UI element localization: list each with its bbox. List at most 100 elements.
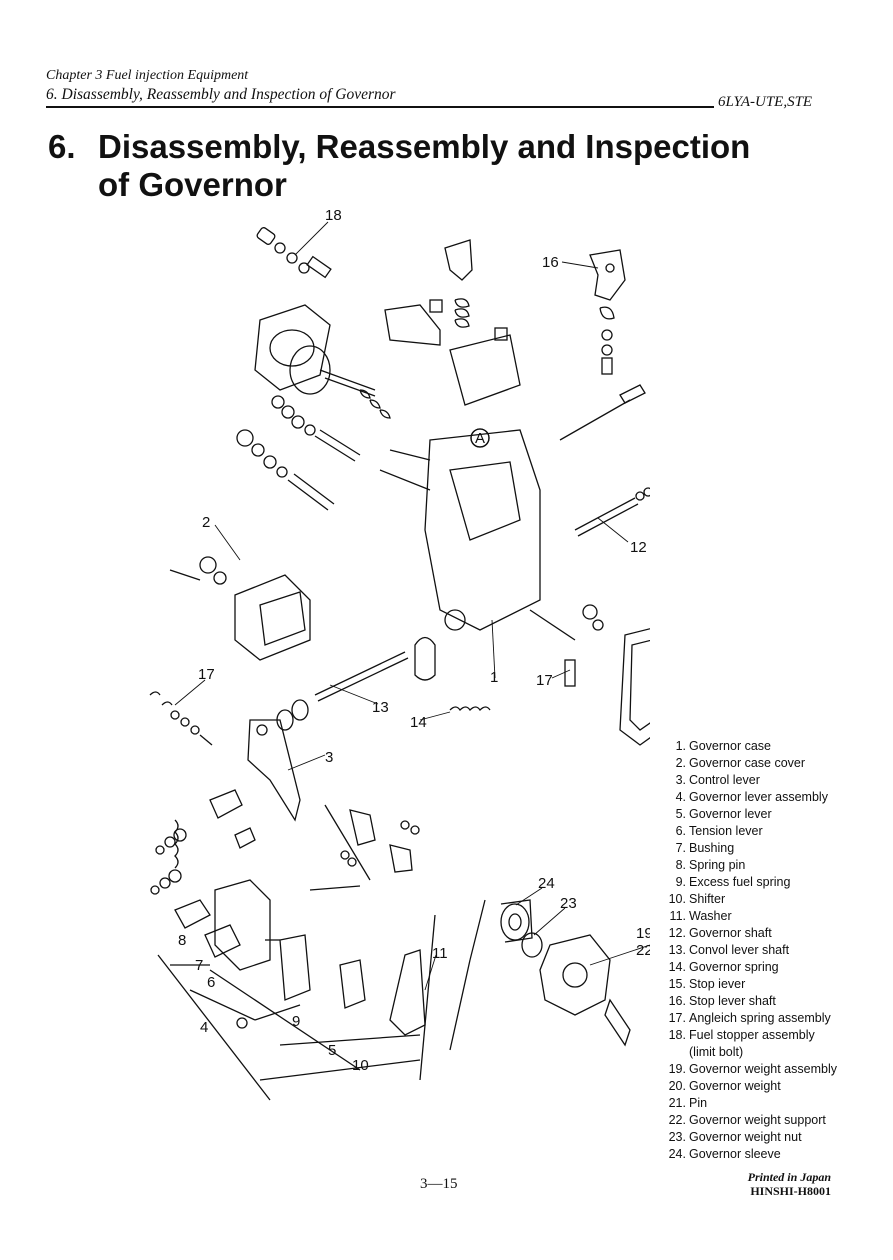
part-number: 5. (675, 807, 686, 821)
callout-22: 22 (636, 942, 650, 959)
callout-23: 23 (560, 895, 577, 912)
left-lower-parts (150, 789, 256, 895)
fuel-stopper-part (256, 227, 332, 279)
part-name: Governor case cover (689, 756, 806, 770)
parts-list-item: 24.Governor sleeve (664, 1146, 837, 1163)
part-name: Angleich spring assembly (689, 1011, 831, 1025)
part-number: 9. (675, 875, 686, 889)
part-number: 8. (675, 858, 686, 872)
governor-exploded-diagram: A 18 16 12 2 1 17 13 14 17 3 24 23 19 22… (149, 207, 650, 1101)
parts-list-item: 6.Tension lever (664, 823, 837, 840)
part-number: 23. (668, 1130, 686, 1144)
part-number: 19. (668, 1062, 686, 1076)
header-rule (46, 106, 714, 108)
parts-list-item: 21.Pin (664, 1095, 837, 1112)
title-line2: of Governor (98, 166, 287, 203)
part-name: Spring pin (689, 858, 746, 872)
callout-24: 24 (538, 875, 555, 892)
callout-19: 19 (636, 925, 650, 942)
part-name: Excess fuel spring (689, 875, 791, 889)
gasket-part (619, 628, 650, 746)
left-spring-stack-part (236, 389, 391, 511)
parts-list-item: 20.Governor weight (664, 1078, 837, 1095)
part-name-continuation: (limit bolt) (689, 1045, 744, 1059)
part-number: 15. (668, 977, 686, 991)
part-name: Governor case (689, 739, 771, 753)
parts-list-item: 22.Governor weight support (664, 1112, 837, 1129)
part-number: 14. (668, 960, 686, 974)
callout-6: 6 (207, 974, 215, 991)
parts-list-item: 18.Fuel stopper assembly (664, 1027, 837, 1044)
part-name: Bushing (689, 841, 735, 855)
part-number: 2. (675, 756, 686, 770)
callout-18: 18 (325, 207, 342, 224)
control-lever-shaft-part (276, 636, 436, 731)
part-number: 21. (668, 1096, 686, 1110)
governor-shaft-part (559, 384, 650, 537)
part-number: 12. (668, 926, 686, 940)
callout-5: 5 (328, 1042, 336, 1059)
model-code: 6LYA-UTE,STE (718, 94, 813, 110)
part-number: 4. (675, 790, 686, 804)
parts-list-item: 16.Stop lever shaft (664, 993, 837, 1010)
callout-2: 2 (202, 514, 210, 531)
callout-4: 4 (200, 1019, 208, 1036)
part-name: Convol lever shaft (689, 943, 790, 957)
callout-7: 7 (195, 957, 203, 974)
upper-lever-part (384, 239, 521, 406)
callout-15: 16 (542, 254, 559, 271)
part-name: Governor weight (689, 1079, 781, 1093)
parts-list-item: 11.Washer (664, 908, 837, 925)
parts-list-item: 12.Governor shaft (664, 925, 837, 942)
part-name: Governor spring (689, 960, 779, 974)
part-number: 18. (668, 1028, 686, 1042)
part-number: 7. (675, 841, 686, 855)
part-number: 13. (668, 943, 686, 957)
part-name: Governor weight nut (689, 1130, 802, 1144)
parts-list-item: 1.Governor case (664, 738, 837, 755)
stop-lever-part (589, 249, 626, 375)
parts-list-item: 17.Angleich spring assembly (664, 1010, 837, 1027)
section-heading: 6. Disassembly, Reassembly and Inspectio… (46, 86, 396, 103)
callout-11: 11 (432, 945, 448, 962)
title-number: 6. (48, 128, 76, 165)
parts-list-item: 8.Spring pin (664, 857, 837, 874)
callout-16: 17 (536, 672, 553, 689)
circle-a-mark (470, 428, 490, 448)
stop-lever-shaft-part (529, 604, 604, 687)
part-name: Governor weight support (689, 1113, 826, 1127)
part-name: Tension lever (689, 824, 763, 838)
control-lever-part (247, 719, 301, 822)
callout-13: 13 (372, 699, 389, 716)
part-name: Governor lever (689, 807, 772, 821)
part-name: Governor lever assembly (689, 790, 828, 804)
parts-list-item: 15.Stop iever (664, 976, 837, 993)
part-number: 17. (668, 1011, 686, 1025)
parts-list-item: 4.Governor lever assembly (664, 789, 837, 806)
part-name: Stop lever shaft (689, 994, 776, 1008)
part-name: Control lever (689, 773, 760, 787)
callout-14: 14 (410, 714, 427, 731)
governor-spring-part (449, 706, 491, 712)
part-number: 16. (668, 994, 686, 1008)
part-name: Fuel stopper assembly (689, 1028, 815, 1042)
parts-list-item: 23.Governor weight nut (664, 1129, 837, 1146)
document-code: HINSHI-H8001 (750, 1184, 831, 1198)
angleich-spring-part (149, 691, 213, 746)
lower-cover-part (169, 556, 311, 661)
part-name: Pin (689, 1096, 708, 1110)
part-name: Washer (689, 909, 732, 923)
parts-list-item: 14.Governor spring (664, 959, 837, 976)
case-cover-part (254, 304, 376, 397)
linkage-parts (340, 809, 420, 873)
part-number: 11. (669, 909, 686, 923)
part-name: Governor sleeve (689, 1147, 781, 1161)
callout-9: 9 (292, 1013, 300, 1030)
parts-list-item: 3.Control lever (664, 772, 837, 789)
parts-list-item: 13.Convol lever shaft (664, 942, 837, 959)
parts-list-item: 7.Bushing (664, 840, 837, 857)
callout-3: 3 (325, 749, 333, 766)
governor-lever-assembly-part (157, 804, 436, 1101)
part-number: 3. (675, 773, 686, 787)
